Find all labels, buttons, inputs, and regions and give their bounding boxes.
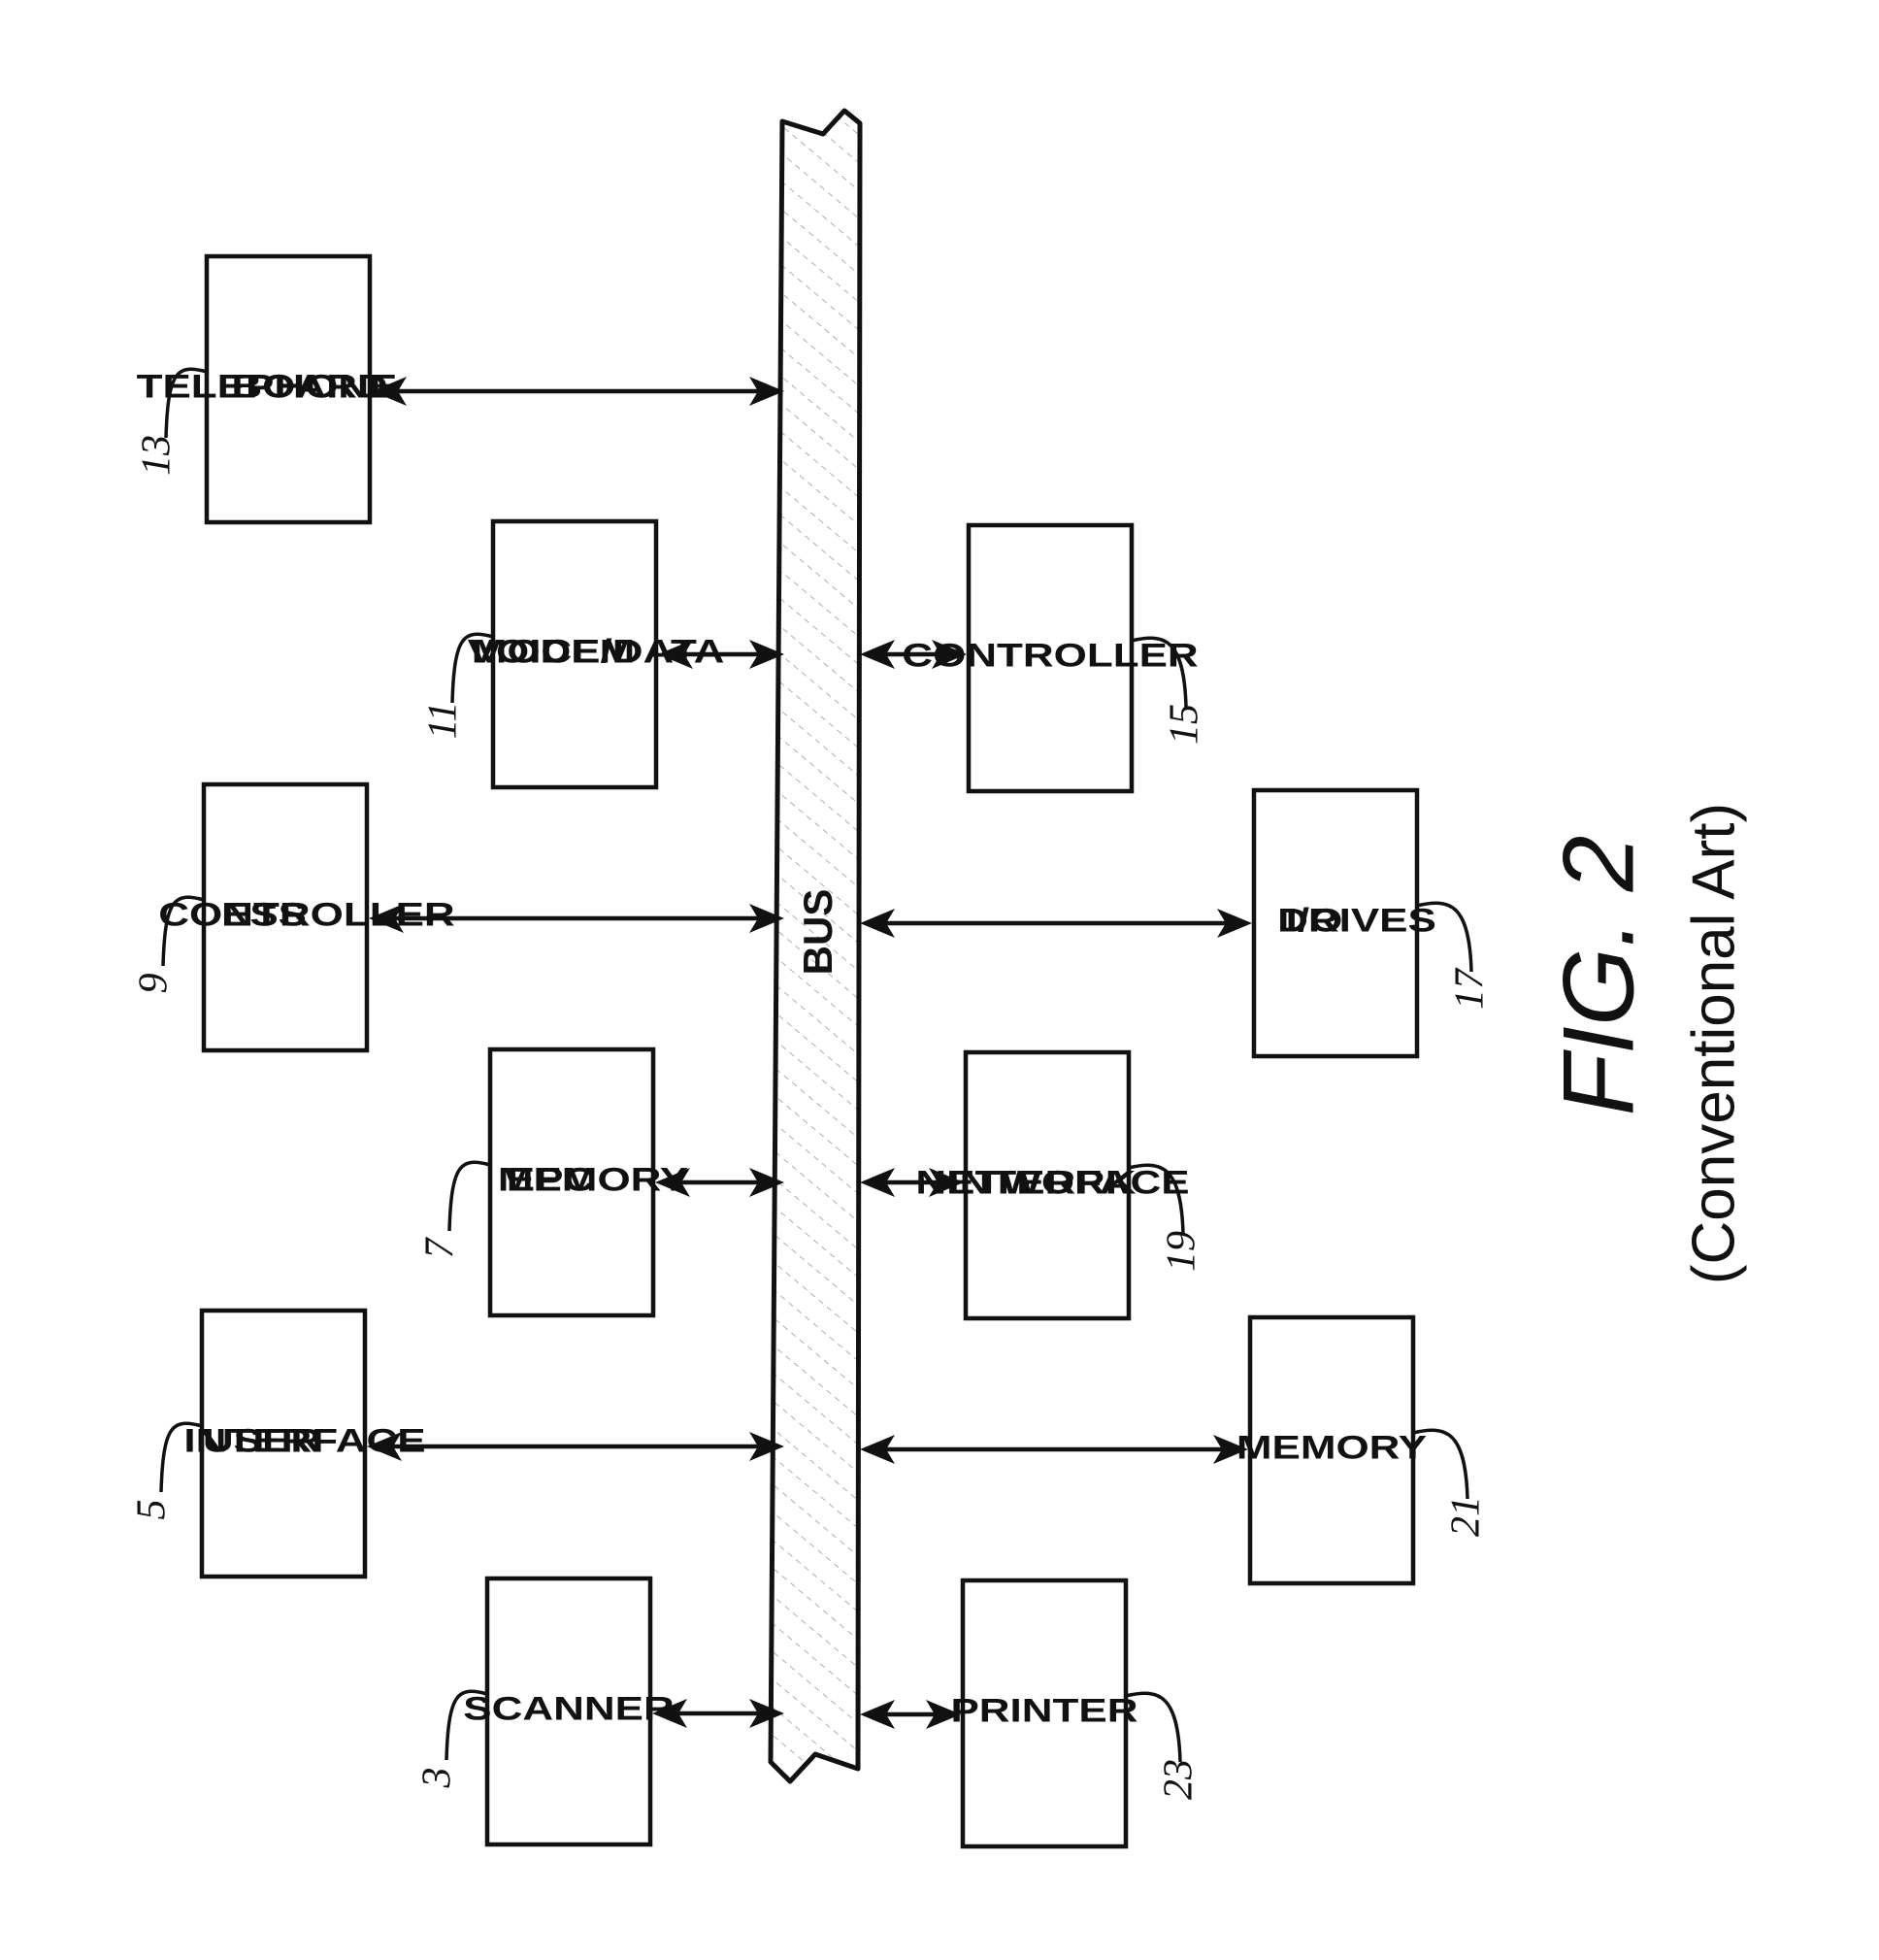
block-printer: PRINTER 23 — [950, 1578, 1202, 1849]
arrowhead-right — [926, 1700, 961, 1729]
block-label-line: I/O — [1286, 902, 1343, 939]
connector-epc-memory — [655, 1168, 784, 1197]
block-frame — [490, 518, 659, 790]
figure-title: FIG. 2 — [1542, 836, 1655, 1116]
block-label-line: INTERFACE — [947, 1164, 1189, 1201]
connector-io-drives — [860, 909, 1252, 938]
figure-subtitle: (Conventional Art) — [1680, 803, 1747, 1284]
system-bus: BUS — [768, 108, 863, 1784]
arrowhead-left — [860, 1168, 895, 1197]
block-label-line: MEMORY — [498, 1161, 688, 1198]
connector-controller — [860, 640, 967, 669]
connector-user-interface — [367, 1432, 784, 1461]
connector-printer — [860, 1700, 961, 1729]
reference-leader — [164, 367, 208, 439]
reference-numeral: 11 — [421, 702, 466, 740]
reference-numeral: 17 — [1448, 967, 1493, 1010]
arrowhead-right — [749, 1432, 784, 1461]
reference-numeral: 19 — [1160, 1231, 1204, 1272]
reference-numeral: 21 — [1444, 1496, 1489, 1537]
block-frame — [963, 1049, 1132, 1321]
reference-leader — [450, 632, 494, 704]
block-label-line: BOARD — [231, 368, 387, 405]
block-frame — [487, 1046, 656, 1318]
block-frame — [204, 253, 373, 525]
block-scanner: SCANNER 3 — [415, 1576, 675, 1847]
reference-numeral: 7 — [418, 1237, 463, 1259]
block-frame — [1251, 787, 1420, 1059]
connector-modem-voice-data — [658, 640, 784, 669]
block-frame — [484, 1576, 653, 1847]
bus-connections — [367, 377, 1252, 1729]
arrowhead-right — [749, 377, 784, 406]
arrowhead-right — [929, 1168, 964, 1197]
block-frame — [1247, 1314, 1416, 1586]
reference-numeral: 13 — [135, 435, 180, 476]
arrowhead-left — [658, 640, 693, 669]
reference-leader — [1128, 1163, 1185, 1235]
arrowhead-left — [367, 1432, 402, 1461]
connector-scanner — [652, 1699, 784, 1728]
arrowhead-left — [652, 1699, 687, 1728]
arrowhead-left — [860, 640, 895, 669]
connector-telephone-board — [372, 377, 784, 406]
block-frame — [960, 1578, 1129, 1849]
block-frame — [199, 1308, 368, 1579]
arrowhead-left — [655, 1168, 690, 1197]
block-frame — [201, 781, 370, 1053]
block-label-line: ESS — [221, 896, 307, 933]
block-label-line: CONTROLLER — [158, 896, 454, 933]
block-frame — [966, 522, 1135, 794]
reference-numeral: 15 — [1163, 704, 1207, 745]
arrowhead-right — [749, 1168, 784, 1197]
connector-ess-controller — [369, 904, 784, 933]
arrowhead-right — [1213, 1435, 1248, 1464]
block-label-line: DRIVES — [1277, 902, 1436, 939]
bus-body — [768, 108, 863, 1784]
arrowhead-left — [369, 904, 404, 933]
reference-leader — [1131, 636, 1188, 708]
block-label-line: PRINTER — [950, 1692, 1137, 1729]
arrowhead-left — [372, 377, 407, 406]
block-label-line: EPC — [507, 1161, 594, 1198]
arrowhead-right — [1217, 909, 1252, 938]
connector-network-interface — [860, 1168, 964, 1197]
reference-leader — [445, 1689, 488, 1761]
reference-leader — [159, 1421, 203, 1493]
block-label-line: MODEM — [472, 633, 636, 670]
block-label-line: USER — [203, 1422, 321, 1459]
bus-label: BUS — [795, 889, 841, 976]
arrowhead-left — [860, 1435, 895, 1464]
arrowhead-left — [860, 1700, 895, 1729]
reference-leader — [1412, 1428, 1469, 1500]
reference-numeral: 9 — [132, 974, 177, 994]
figure-caption: FIG. 2 (Conventional Art) — [1542, 803, 1747, 1284]
arrowhead-right — [749, 640, 784, 669]
reference-numeral: 23 — [1157, 1759, 1202, 1800]
block-label-line: SCANNER — [463, 1690, 674, 1727]
reference-numeral: 5 — [130, 1500, 175, 1520]
block-label-line: MEMORY — [1236, 1429, 1427, 1466]
reference-leader — [447, 1160, 491, 1232]
reference-leader — [161, 895, 205, 967]
connector-memory — [860, 1435, 1248, 1464]
arrowhead-left — [860, 909, 895, 938]
arrowhead-right — [932, 640, 967, 669]
reference-numeral: 3 — [415, 1768, 460, 1789]
arrowhead-right — [749, 904, 784, 933]
arrowhead-right — [749, 1699, 784, 1728]
reference-leader — [1125, 1691, 1182, 1763]
block-memory: MEMORY 21 — [1236, 1314, 1489, 1586]
reference-leader — [1416, 901, 1473, 973]
